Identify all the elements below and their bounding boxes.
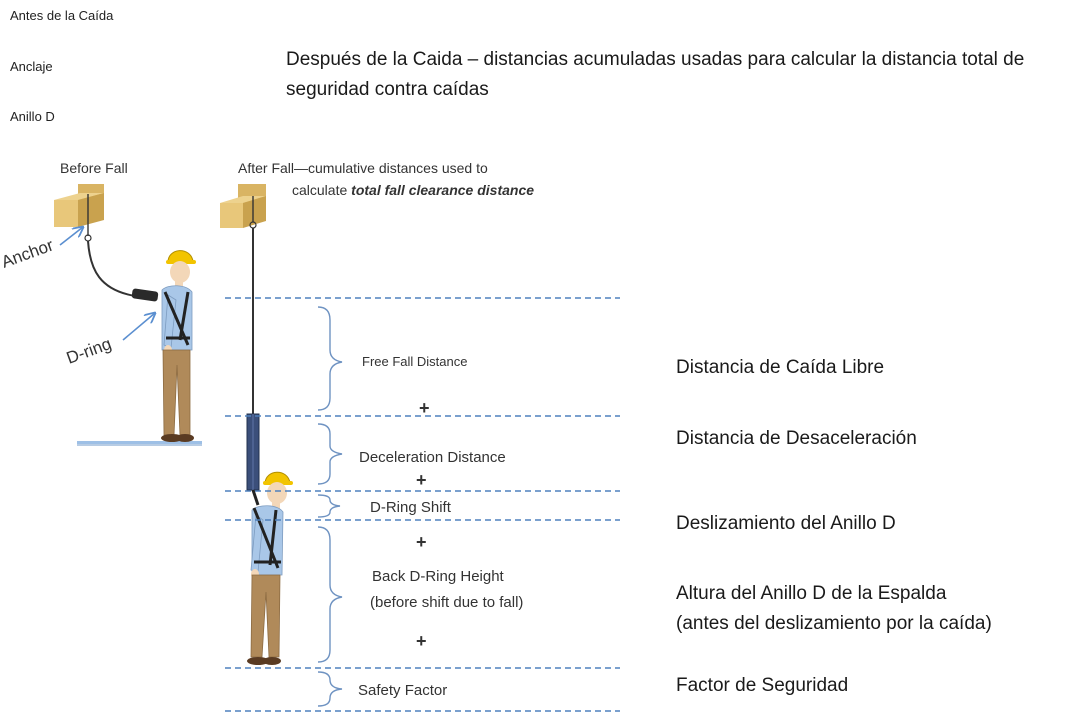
anchor-beam-right (220, 184, 266, 228)
diagram-deceleration-label: Deceleration Distance (359, 449, 506, 466)
diagram-d-ring-shift-label: D-Ring Shift (370, 499, 452, 516)
diagram-back-d-ring-label-2: (before shift due to fall) (370, 594, 523, 611)
brace-back-d-ring (317, 526, 343, 663)
label-desaceleracion: Distancia de Desaceleración (676, 428, 917, 449)
plus-sign-3: + (416, 532, 427, 552)
d-ring-arrow (122, 313, 155, 341)
label-deslizamiento-anillo-d: Deslizamiento del Anillo D (676, 513, 896, 534)
brace-safety (317, 671, 343, 707)
diagram-safety-factor-label: Safety Factor (358, 682, 447, 699)
brace-free-fall (317, 306, 343, 411)
label-antes-caida: Antes de la Caída (10, 8, 114, 23)
brace-d-ring-shift (317, 494, 341, 518)
reference-lines (225, 297, 620, 712)
lanyard-left (87, 240, 136, 297)
label-factor-seguridad: Factor de Seguridad (676, 675, 849, 696)
worker-before-fall (161, 250, 196, 442)
brace-deceleration (317, 423, 343, 485)
floor-left (77, 441, 202, 444)
label-anillo-d: Anillo D (10, 109, 55, 124)
diagram-free-fall-label: Free Fall Distance (362, 354, 467, 369)
plus-sign-1: + (419, 398, 430, 418)
shock-pack-left (131, 288, 159, 302)
label-altura-anillo-d-1: Altura del Anillo D de la Espalda (676, 583, 947, 604)
plus-sign-4: + (416, 631, 427, 651)
label-caida-libre: Distancia de Caída Libre (676, 357, 885, 378)
anchor-beam-left (54, 184, 104, 227)
diagram-after-fall-label: After Fall—cumulative distances used to (238, 160, 488, 176)
plus-sign-2: + (416, 470, 427, 490)
worker-after-fall (247, 471, 293, 665)
diagram-after-fall-calc-label: calculate total fall clearance distance (292, 182, 534, 198)
diagram-back-d-ring-label-1: Back D-Ring Height (372, 568, 505, 585)
braces (317, 306, 343, 707)
label-altura-anillo-d-2: (antes del deslizamiento por la caída) (676, 613, 992, 634)
label-anclaje: Anclaje (10, 59, 53, 74)
diagram-anchor-label: Anchor (0, 235, 56, 271)
diagram-d-ring-label: D-ring (64, 334, 114, 368)
diagram-before-fall-label: Before Fall (60, 160, 128, 176)
label-despues-caida-title: Después de la Caida – distancias acumula… (286, 49, 1025, 100)
anchor-arrow (59, 227, 83, 246)
